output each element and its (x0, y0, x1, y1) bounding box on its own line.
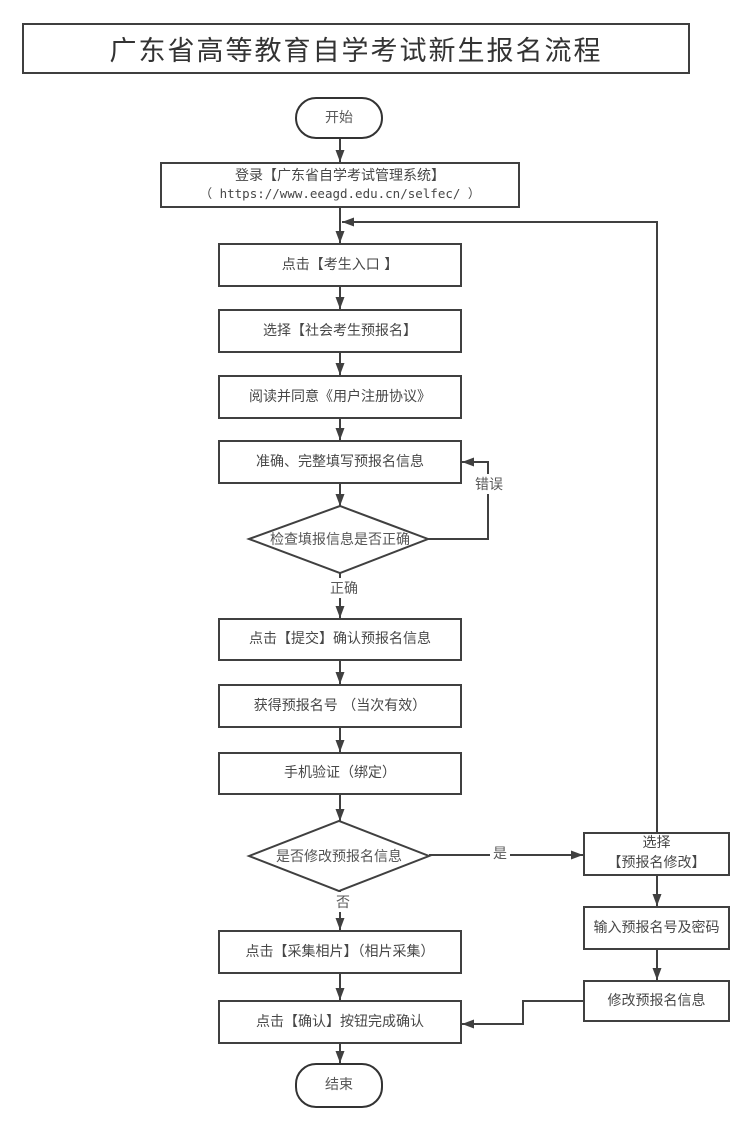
step-enter-number-password: 输入预报名号及密码 (583, 906, 730, 950)
step-fill-preregistration-info: 准确、完整填写预报名信息 (218, 440, 462, 484)
page-title: 广东省高等教育自学考试新生报名流程 (22, 23, 690, 74)
step-select-modify-line2: 【预报名修改】 (607, 855, 706, 871)
step-select-modify-line1: 选择 (642, 835, 671, 852)
step-login-line1: 登录【广东省自学考试管理系统】 (235, 168, 445, 185)
edge-label-error: 错误 (472, 474, 506, 494)
edge-return-from-select-modify (342, 217, 658, 832)
step-click-confirm: 点击【确认】按钮完成确认 (218, 1000, 462, 1044)
step-collect-photo: 点击【采集相片】（相片采集） (218, 930, 462, 974)
step-login: 登录【广东省自学考试管理系统】 （ https://www.eeagd.edu.… (160, 162, 520, 208)
step-modify-preregistration-info: 修改预报名信息 (583, 980, 730, 1022)
step-select-preregistration-modify: 选择 【预报名修改】 (583, 832, 730, 876)
step-choose-social-preregistration: 选择【社会考生预报名】 (218, 309, 462, 353)
start-node: 开始 (295, 97, 383, 139)
step-submit-confirm-info: 点击【提交】确认预报名信息 (218, 618, 462, 661)
step-login-url: （ https://www.eeagd.edu.cn/selfec/ ） (199, 186, 481, 201)
edge-modify-to-confirm (462, 1000, 583, 1029)
decision-modify-diamond (246, 819, 432, 893)
step-candidate-entrance: 点击【考生入口 】 (218, 243, 462, 287)
edge-label-no: 否 (333, 892, 353, 912)
decision-modify-preregistration: 是否修改预报名信息 (276, 849, 402, 865)
end-node: 结束 (295, 1063, 383, 1108)
step-agree-user-agreement: 阅读并同意《用户注册协议》 (218, 375, 462, 419)
decision-check-info-correct: 检查填报信息是否正确 (270, 532, 410, 548)
edge-error-loop (428, 457, 489, 540)
edge-label-yes: 是 (490, 843, 510, 863)
step-phone-verification: 手机验证（绑定） (218, 752, 462, 795)
decision-check-diamond (246, 504, 431, 575)
edge-label-correct: 正确 (327, 578, 361, 598)
step-obtain-preregistration-number: 获得预报名号 （当次有效） (218, 684, 462, 728)
